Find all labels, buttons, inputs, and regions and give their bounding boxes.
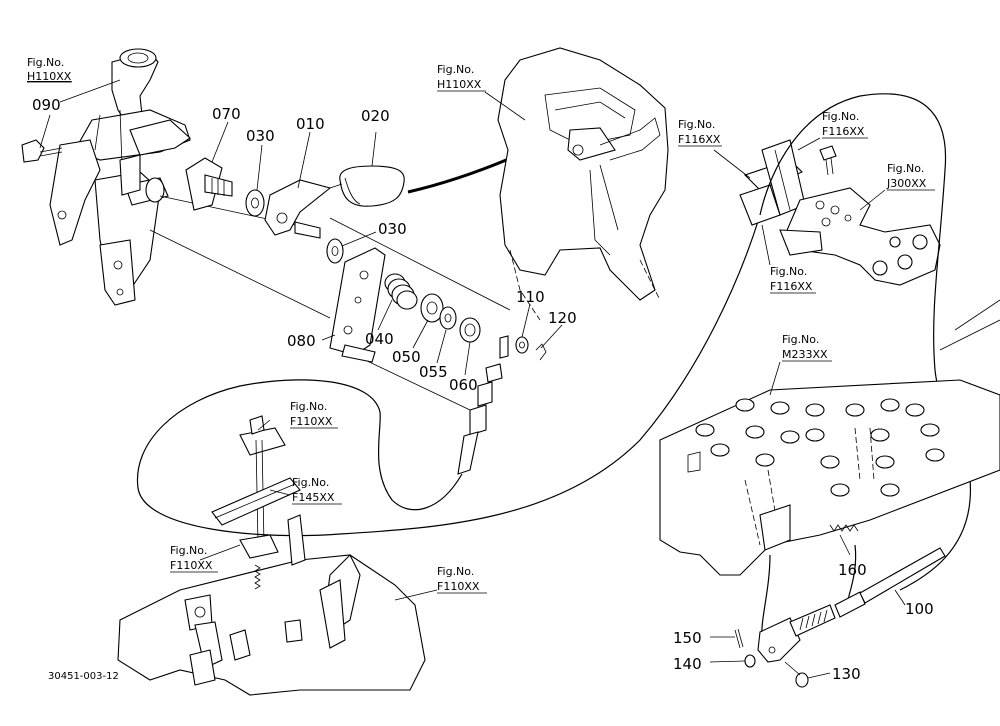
bracket-f110	[239, 415, 286, 590]
part-label-160: 160	[838, 561, 867, 579]
part-label-030: 030	[246, 127, 275, 145]
figure-ref-f110-a: Fig.No. F110XX	[290, 400, 338, 429]
bar-f145	[211, 477, 301, 526]
svg-text:Fig.No.: Fig.No.	[292, 476, 329, 489]
part-080-plate	[329, 247, 386, 363]
rod-assembly-100	[757, 547, 946, 663]
svg-text:Fig.No.: Fig.No.	[437, 565, 474, 578]
svg-text:Fig.No.: Fig.No.	[437, 63, 474, 76]
svg-text:F110XX: F110XX	[170, 559, 213, 572]
part-label-040: 040	[365, 330, 394, 348]
guide-line	[329, 217, 511, 311]
part-label-030-second: 030	[378, 220, 407, 238]
clip-120	[535, 343, 547, 361]
svg-text:F145XX: F145XX	[292, 491, 335, 504]
figure-ref-f116-b: Fig.No. F116XX	[822, 110, 868, 139]
figure-ref-h110-top: Fig.No. H110XX	[437, 63, 486, 92]
part-label-020: 020	[361, 107, 390, 125]
part-label-130: 130	[832, 665, 861, 683]
svg-text:M233XX: M233XX	[782, 348, 828, 361]
washer-030-second	[326, 238, 344, 264]
part-label-140: 140	[673, 655, 702, 673]
svg-text:Fig.No.: Fig.No.	[782, 333, 819, 346]
part-label-110: 110	[516, 288, 545, 306]
control-cable	[136, 214, 761, 537]
part-label-055: 055	[419, 363, 448, 381]
floor-bracket	[117, 514, 426, 696]
svg-text:F110XX: F110XX	[437, 580, 480, 593]
valve-bracket	[739, 139, 806, 226]
floor-plate	[659, 299, 1000, 576]
figure-ref-m233: Fig.No. M233XX	[782, 333, 832, 362]
bolt-f116	[819, 145, 837, 176]
part-010-lever	[264, 179, 332, 239]
part-label-080: 080	[287, 332, 316, 350]
handle-panel	[497, 47, 669, 321]
svg-text:Fig.No.: Fig.No.	[887, 162, 924, 175]
part-label-120: 120	[548, 309, 577, 327]
figure-ref-j300: Fig.No. J300XX	[886, 162, 935, 191]
figure-ref-f116-a: Fig.No. F116XX	[678, 118, 722, 147]
part-label-060: 060	[449, 376, 478, 394]
bolt-130	[784, 661, 809, 688]
valve-outline-cable	[759, 93, 972, 591]
part-label-010: 010	[296, 115, 325, 133]
washer-055	[439, 306, 457, 330]
figure-ref-f116-c: Fig.No. F116XX	[770, 265, 816, 294]
figure-ref-f145: Fig.No. F145XX	[292, 476, 342, 505]
cable-lower-a	[761, 554, 771, 641]
part-label-100: 100	[905, 600, 934, 618]
svg-text:H110XX: H110XX	[27, 70, 72, 83]
washer-030	[245, 189, 265, 217]
bushing-060	[459, 317, 481, 343]
bolt-090	[21, 139, 63, 163]
lever-bracket-assembly	[49, 48, 191, 306]
svg-text:Fig.No.: Fig.No.	[27, 56, 64, 69]
washer-140	[744, 654, 756, 668]
svg-text:Fig.No.: Fig.No.	[822, 110, 859, 123]
svg-text:Fig.No.: Fig.No.	[770, 265, 807, 278]
leader-lines	[39, 79, 906, 679]
svg-text:Fig.No.: Fig.No.	[290, 400, 327, 413]
pin-150	[734, 628, 744, 649]
part-020-knob	[329, 165, 405, 207]
spring-040	[384, 273, 418, 310]
cable-lower-b	[847, 544, 857, 601]
part-070-block	[185, 157, 233, 211]
part-label-090: 090	[32, 96, 61, 114]
cable-end	[457, 335, 509, 475]
washer-050	[420, 293, 444, 323]
figure-ref-h110-left: Fig.No. H110XX	[27, 56, 72, 83]
part-label-150: 150	[673, 629, 702, 647]
washer-110	[515, 336, 529, 354]
figure-ref-f110-b: Fig.No. F110XX	[170, 544, 218, 573]
figure-ref-f110-c: Fig.No. F110XX	[437, 565, 487, 594]
svg-text:F116XX: F116XX	[678, 133, 721, 146]
spring-160	[829, 524, 859, 532]
guide-line	[149, 229, 331, 319]
part-label-050: 050	[392, 348, 421, 366]
part-label-070: 070	[212, 105, 241, 123]
svg-text:Fig.No.: Fig.No.	[678, 118, 715, 131]
svg-text:J300XX: J300XX	[886, 177, 927, 190]
svg-text:H110XX: H110XX	[437, 78, 482, 91]
svg-text:F110XX: F110XX	[290, 415, 333, 428]
valve-j300	[779, 187, 941, 286]
svg-text:F116XX: F116XX	[822, 125, 865, 138]
svg-text:Fig.No.: Fig.No.	[170, 544, 207, 557]
drawing-code: 30451-003-12	[48, 671, 119, 682]
svg-text:F116XX: F116XX	[770, 280, 813, 293]
